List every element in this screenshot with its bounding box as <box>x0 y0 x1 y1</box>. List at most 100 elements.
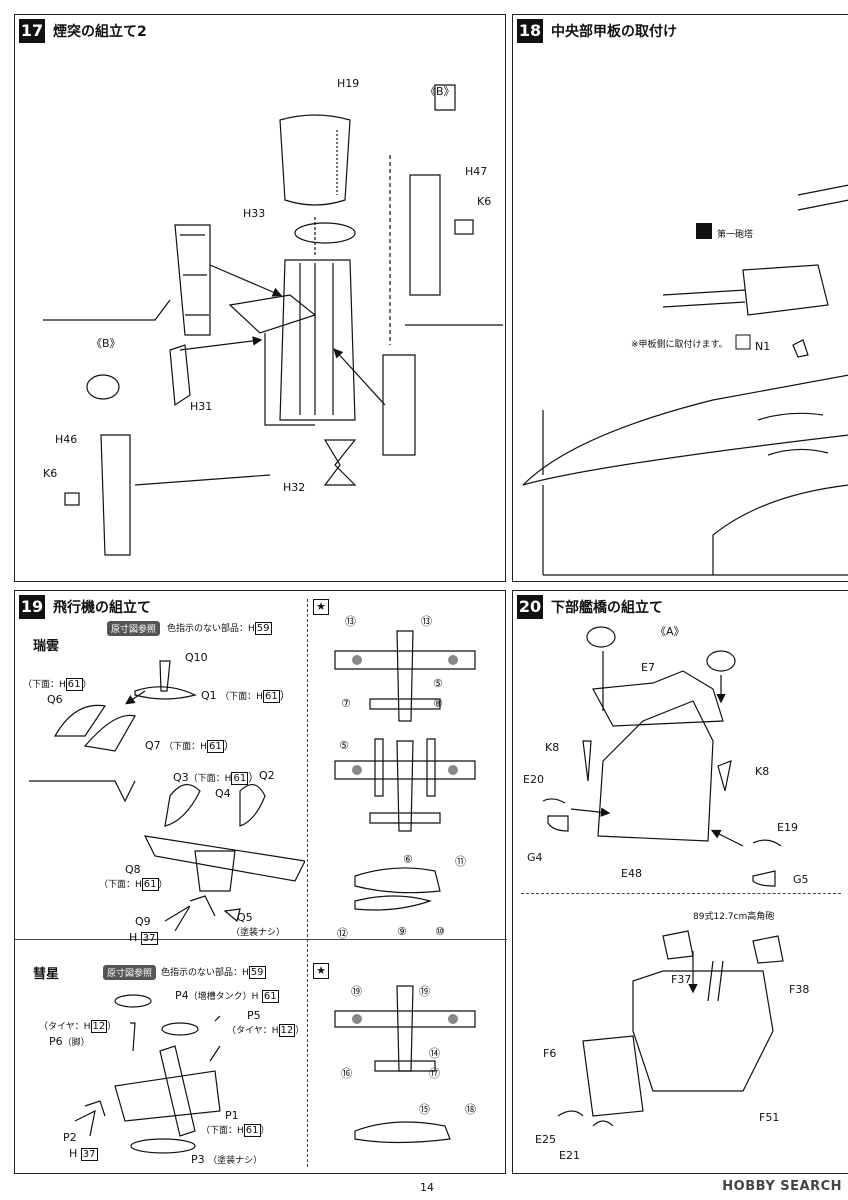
part-label: H32 <box>283 481 306 494</box>
decal-number: ⑲ <box>351 985 362 998</box>
step-number: 20 <box>517 595 543 619</box>
part-label: H31 <box>190 400 213 413</box>
star-icon: ★ <box>313 599 329 615</box>
part-label: 《B》 <box>425 85 455 98</box>
part-label: Q8 <box>125 863 141 876</box>
decal-number: ⑯ <box>341 1067 352 1080</box>
part-label: H19 <box>337 77 360 90</box>
divider <box>521 893 841 894</box>
decal-number: ⑨ <box>397 925 407 938</box>
reference-tag: 原寸図参照 <box>103 965 157 980</box>
part-label: Q2 <box>259 769 275 782</box>
part-label: K6 <box>477 195 492 208</box>
reference-tag: 原寸図参照 <box>107 621 161 636</box>
part-label: F51 <box>759 1111 780 1124</box>
divider <box>307 599 309 1167</box>
part-label: G4 <box>527 851 543 864</box>
part-label: E21 <box>559 1149 580 1162</box>
part-label: P1 <box>225 1109 239 1122</box>
watermark: HOBBY SEARCH <box>722 1179 842 1194</box>
part-label: P3 （塗装ナシ） <box>191 1153 263 1166</box>
step-20-panel: 20 下部艦橋の組立て 《A》 <box>512 590 848 1174</box>
part-label: E48 <box>621 867 642 880</box>
turret-label: 第一砲塔 <box>717 230 754 240</box>
part-label: 《A》 <box>655 625 685 638</box>
part-label: Q10 <box>185 651 208 664</box>
decal-number: ⑱ <box>465 1103 476 1116</box>
decal-number: ⑥ <box>403 853 413 866</box>
zuiun-diagram <box>29 660 305 931</box>
page-number: 14 <box>420 1181 434 1194</box>
part-label: K6 <box>43 467 58 480</box>
part-label: Q6 <box>47 693 63 706</box>
part-label: Q9 <box>135 915 151 928</box>
note-text: ※甲板側に取付けます。 <box>631 340 728 350</box>
step-number: 19 <box>19 595 45 619</box>
part-label: P4（増槽タンク）H 61 <box>175 989 279 1003</box>
suisei-diagram <box>74 994 221 1154</box>
part-label: F6 <box>543 1047 557 1060</box>
decal-number: ⑤ <box>339 739 349 752</box>
step-title: 下部艦橋の組立て <box>551 600 663 616</box>
decal-number: ⑮ <box>419 1103 430 1116</box>
decal-number: ⑲ <box>419 985 430 998</box>
decal-number: ⑭ <box>429 1047 440 1060</box>
part-label: H 37 <box>69 1147 98 1161</box>
part-label: F37 <box>671 973 692 986</box>
step-number: 17 <box>19 19 45 43</box>
aircraft-name: 彗星 <box>33 967 60 982</box>
decal-number: ⑫ <box>337 927 348 940</box>
step-17-panel: 17 煙突の組立て2 <box>14 14 506 582</box>
decal-number: ⑬ <box>421 615 432 628</box>
star-icon: ★ <box>313 963 329 979</box>
decal-number: ⑪ <box>455 855 466 868</box>
part-label: H47 <box>465 165 488 178</box>
part-label: K8 <box>545 741 560 754</box>
part-label: E7 <box>641 661 655 674</box>
part-label: H33 <box>243 207 266 220</box>
divider <box>15 939 507 940</box>
aircraft-name: 瑞雲 <box>33 639 60 654</box>
deck-diagram <box>522 184 848 576</box>
part-label: E19 <box>777 821 798 834</box>
part-label: H46 <box>55 433 78 446</box>
decal-plan-diagram <box>334 630 476 1144</box>
decal-number: ⑩ <box>435 925 445 938</box>
part-label: F38 <box>789 983 810 996</box>
bridge-diagram <box>542 626 784 1127</box>
part-label: Q5 <box>237 911 253 924</box>
decal-number: ⑦ <box>341 697 351 710</box>
part-label: 《B》 <box>91 337 121 350</box>
part-label: Q4 <box>215 787 231 800</box>
step-title: 中央部甲板の取付け <box>551 24 677 40</box>
gun-label: 89式12.7cm高角砲 <box>693 912 775 922</box>
part-label: E20 <box>523 773 544 786</box>
step-title: 飛行機の組立て <box>53 600 151 616</box>
step-number: 18 <box>517 19 543 43</box>
part-label: H 37 <box>129 931 158 945</box>
part-note: （塗装ナシ） <box>231 928 286 938</box>
part-label: P5 <box>247 1009 261 1022</box>
part-label: G5 <box>793 873 809 886</box>
part-label: E25 <box>535 1133 556 1146</box>
decal-number: ⑰ <box>429 1067 440 1080</box>
decal-number: ⑤ <box>433 677 443 690</box>
funnel-assembly-diagram <box>43 84 503 556</box>
part-label: P2 <box>63 1131 77 1144</box>
step-title: 煙突の組立て2 <box>53 24 147 40</box>
part-label: K8 <box>755 765 770 778</box>
decal-number: ⑬ <box>345 615 356 628</box>
step-18-panel: 18 中央部甲板の取付け 第一砲塔 ※甲板側に取付けます。 N1 <box>512 14 848 582</box>
part-label: P6（脚） <box>49 1035 90 1048</box>
